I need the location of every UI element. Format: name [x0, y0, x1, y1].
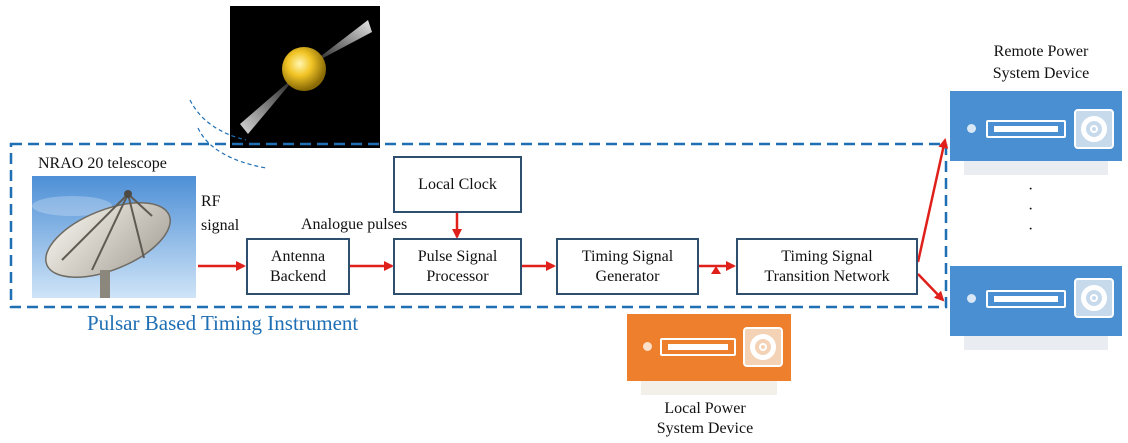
led-indicator	[643, 342, 652, 351]
led-indicator	[967, 124, 976, 133]
device-base	[964, 336, 1108, 350]
pulse-processor-label-line2: Processor	[426, 267, 489, 285]
pulse-processor-label-line1: Pulse Signal	[417, 247, 498, 265]
device-dial-icon	[743, 327, 783, 367]
timing-generator-label-line1: Timing Signal	[581, 247, 674, 265]
led-indicator	[967, 294, 976, 303]
local-clock-label: Local Clock	[418, 175, 497, 193]
remote-power-device-top	[950, 91, 1122, 175]
antenna-backend-label-line2: Backend	[270, 267, 326, 285]
signal-wave-arc	[197, 127, 267, 169]
ellipsis-dot: ·	[1028, 181, 1034, 198]
remote-device-label-line1: Remote Power	[993, 43, 1089, 60]
local-device-label: Local Power System Device	[643, 400, 767, 438]
instrument-title: Pulsar Based Timing Instrument	[87, 311, 359, 335]
arrow-to-local-device	[711, 266, 721, 274]
analogue-pulses-label: Analogue pulses	[301, 216, 408, 233]
pulse-signal-processor-box: Pulse Signal Processor	[393, 238, 522, 295]
local-power-device	[627, 314, 791, 395]
antenna-backend-box: Antenna Backend	[246, 238, 350, 295]
remote-power-device-bottom	[950, 266, 1122, 350]
local-clock-box: Local Clock	[393, 156, 522, 213]
device-base	[964, 161, 1108, 175]
instrument-boundary	[9, 142, 948, 309]
dial-ring	[1081, 116, 1107, 142]
antenna-backend-label-line1: Antenna	[270, 247, 326, 265]
telescope-photo	[32, 176, 196, 298]
device-dial-icon	[1074, 109, 1114, 149]
slot-bar	[668, 344, 728, 350]
remote-device-label-line2: System Device	[992, 65, 1090, 82]
local-device-label-line1: Local Power	[664, 400, 746, 417]
pulsar-star-icon	[240, 20, 372, 134]
ellipsis-dots: · · ·	[1028, 180, 1033, 240]
device-base	[641, 381, 777, 395]
timing-generator-label-line2: Generator	[595, 267, 660, 285]
arrow-network-to-remote-top	[916, 138, 949, 263]
slot-bar	[994, 126, 1058, 132]
radio-telescope-photo	[32, 176, 196, 298]
telescope-label: NRAO 20 telescope	[38, 155, 167, 172]
signal-wave-arc	[189, 99, 247, 141]
ellipsis-dot: ·	[1028, 201, 1034, 218]
dial-ring	[750, 334, 776, 360]
timing-signal-generator-box: Timing Signal Generator	[556, 238, 699, 295]
rf-signal-label: RF signal	[201, 193, 240, 234]
device-slot	[660, 338, 736, 356]
pulsar-image	[230, 6, 380, 148]
ellipsis-dot: ·	[1028, 221, 1034, 238]
local-device-label-line2: System Device	[656, 420, 754, 437]
remote-device-label: Remote Power System Device	[978, 43, 1104, 83]
timing-signal-transition-network-box: Timing Signal Transition Network	[736, 238, 918, 295]
transition-network-label-line1: Timing Signal	[781, 247, 873, 265]
device-slot	[986, 120, 1066, 138]
transition-network-label-line2: Transition Network	[764, 267, 890, 285]
slot-bar	[994, 296, 1058, 302]
device-dial-icon	[1074, 278, 1114, 318]
dial-ring	[1081, 285, 1107, 311]
arrow-network-to-remote-bottom	[917, 273, 945, 302]
device-slot	[986, 290, 1066, 308]
